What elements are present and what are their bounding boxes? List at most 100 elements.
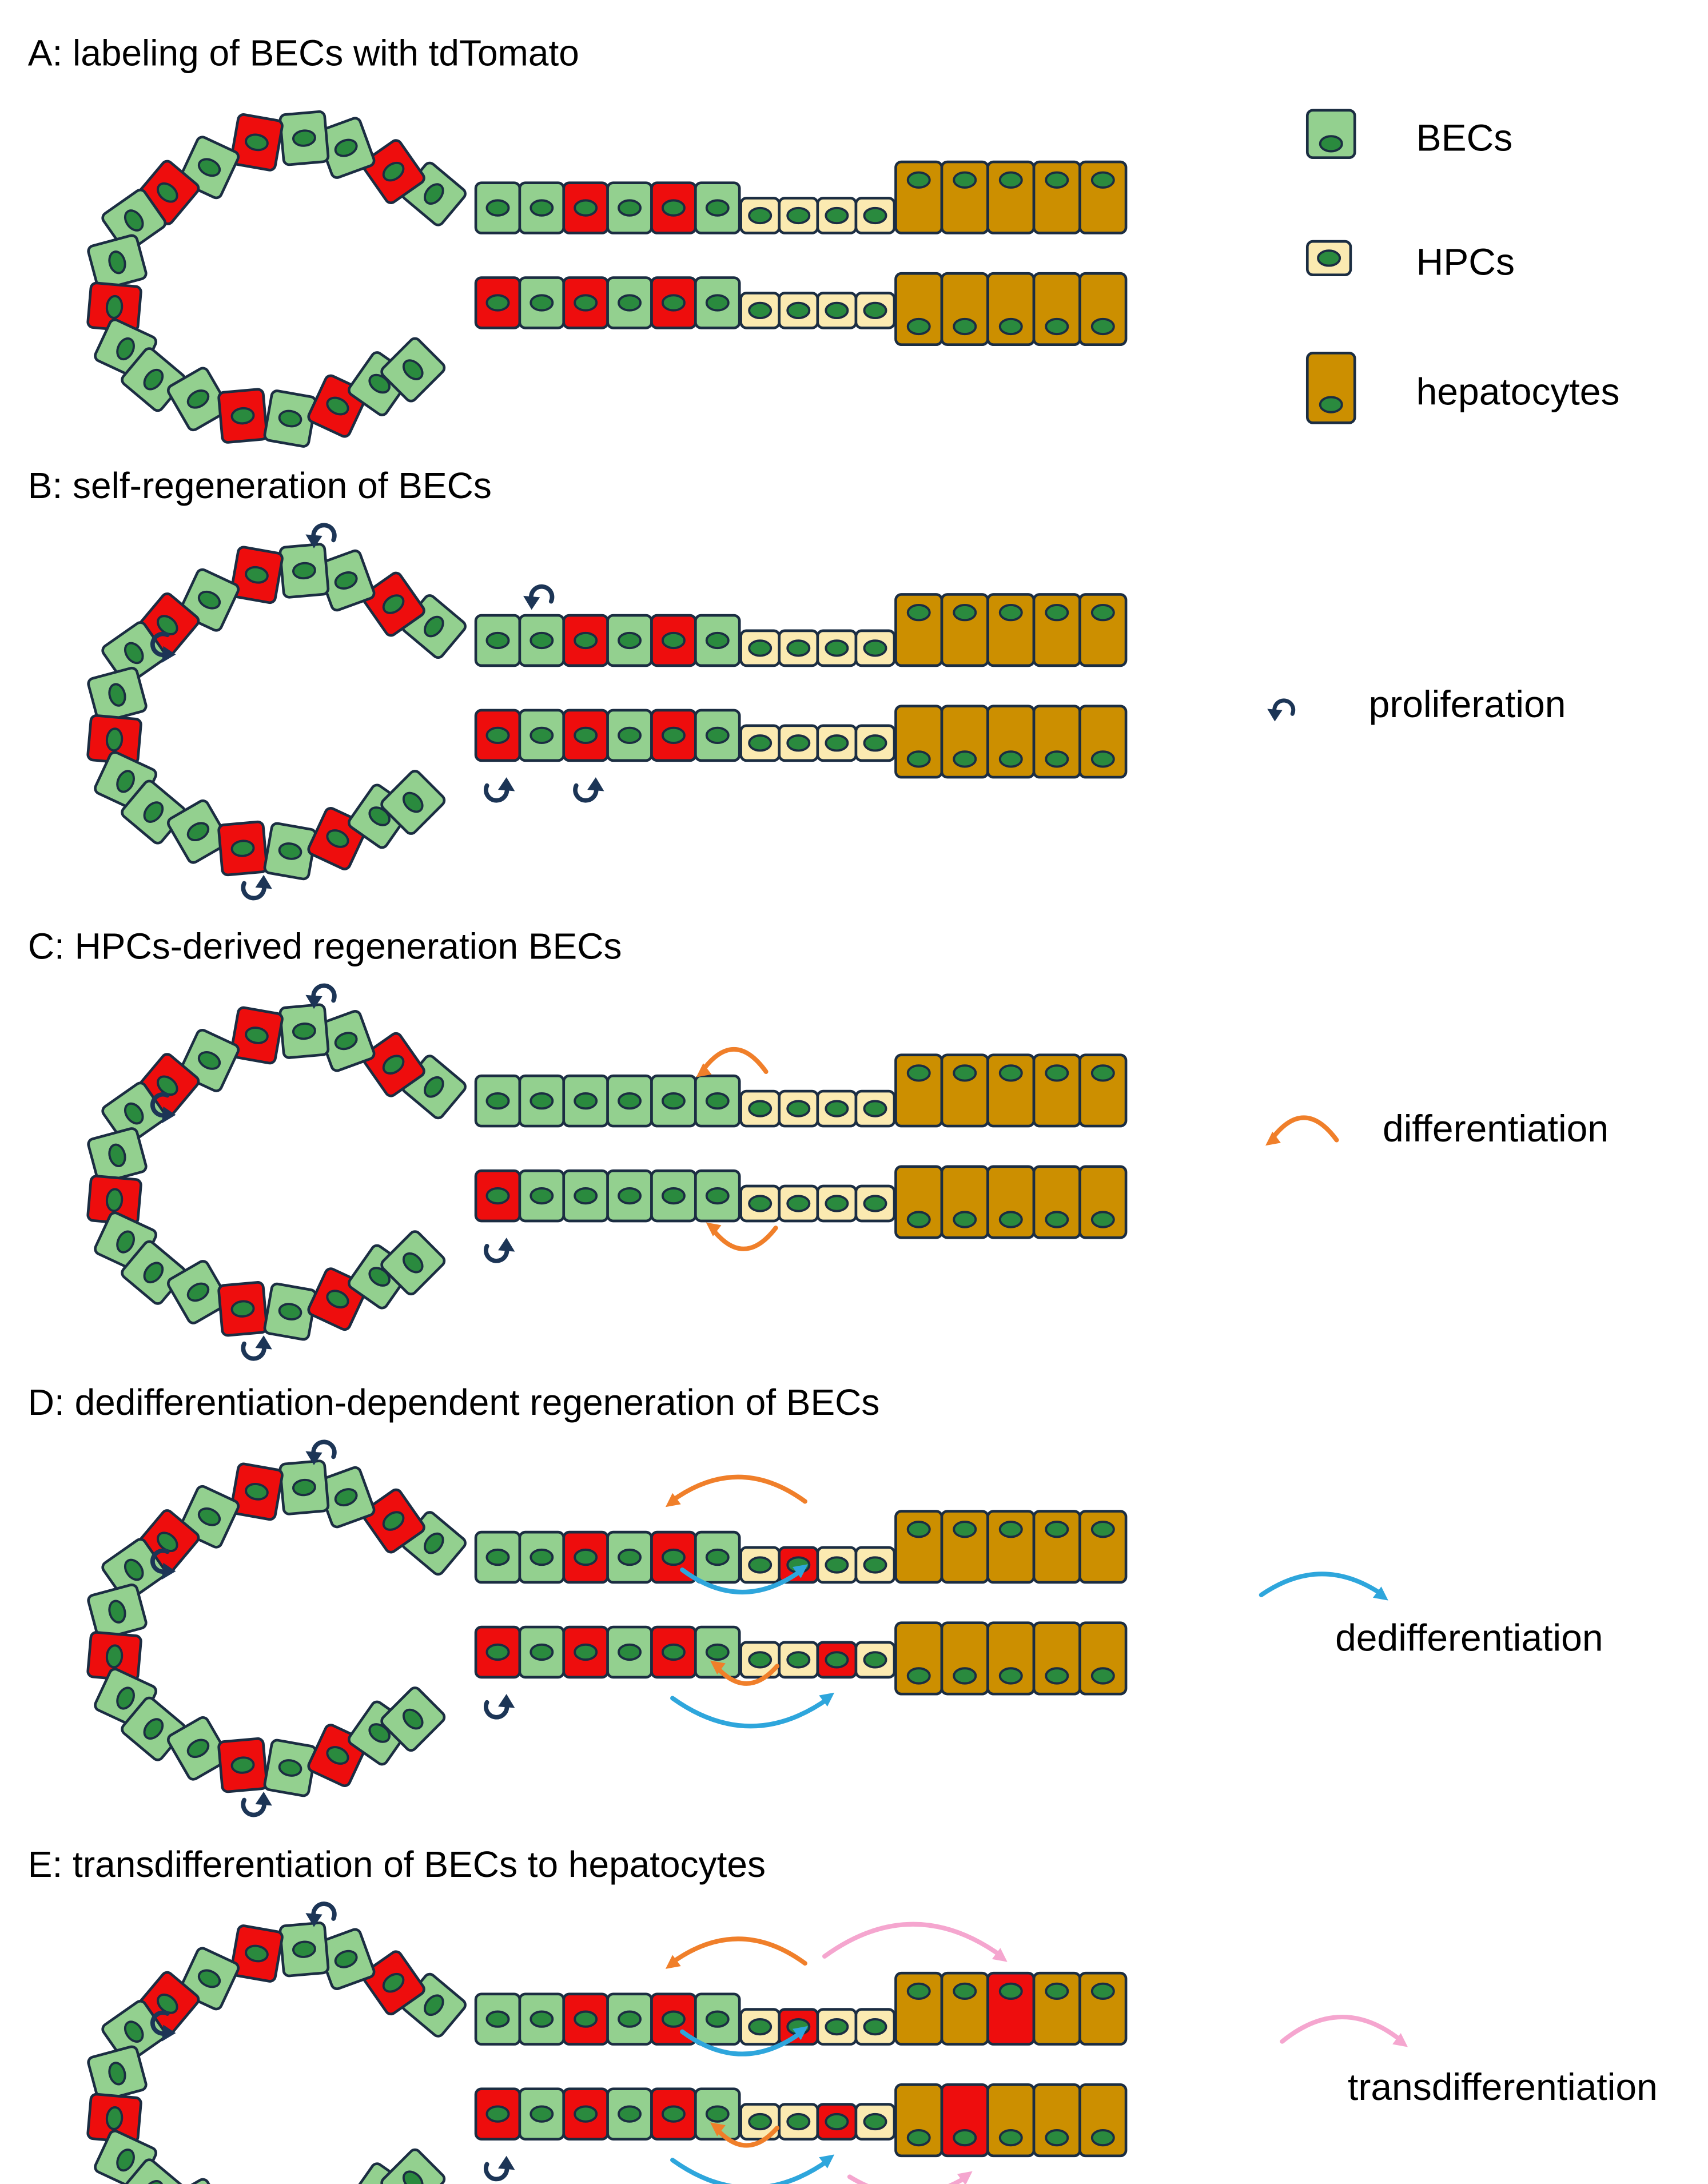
nucleus bbox=[485, 1548, 510, 1566]
nucleus bbox=[245, 1944, 269, 1963]
differentiation-arrows bbox=[665, 1936, 807, 2148]
nucleus bbox=[748, 301, 773, 320]
nucleus bbox=[906, 604, 931, 622]
labeled-bec-cell bbox=[650, 181, 697, 234]
labeled-bec-cell bbox=[562, 614, 609, 667]
nucleus bbox=[124, 1558, 144, 1581]
hepatocyte-cell bbox=[1078, 1971, 1128, 2046]
dedifferentiation-arrow-icon bbox=[670, 2154, 835, 2184]
hepatocyte-cell bbox=[940, 1165, 989, 1239]
nucleus bbox=[705, 294, 730, 312]
nucleus bbox=[292, 1478, 316, 1497]
nucleus bbox=[108, 1600, 126, 1624]
nucleus bbox=[574, 2105, 598, 2123]
differentiation-arrow-icon bbox=[665, 1936, 807, 1969]
nucleus bbox=[574, 1643, 598, 1661]
nucleus bbox=[156, 1075, 178, 1096]
hepatocyte-cell bbox=[986, 705, 1036, 779]
nucleus bbox=[124, 2020, 144, 2043]
nucleus bbox=[953, 750, 977, 768]
nucleus bbox=[574, 726, 598, 745]
hpc-cell bbox=[739, 1641, 781, 1679]
nucleus bbox=[529, 199, 554, 217]
nucleus bbox=[825, 639, 849, 657]
nucleus bbox=[748, 1556, 773, 1574]
nucleus bbox=[863, 301, 887, 320]
proliferation-arrow-icon bbox=[305, 1901, 337, 1927]
labeled-bec-cell bbox=[86, 714, 142, 765]
bec-cell bbox=[263, 822, 317, 881]
nucleus bbox=[1045, 2129, 1069, 2147]
legend-label-hepatocytes: hepatocytes bbox=[1416, 371, 1620, 413]
labeled-bec-cell bbox=[650, 1625, 697, 1679]
nucleus bbox=[124, 1102, 144, 1125]
nucleus bbox=[156, 1531, 178, 1553]
nucleus bbox=[906, 1064, 931, 1082]
nucleus bbox=[618, 2105, 642, 2123]
nucleus bbox=[529, 726, 554, 745]
transdifferentiation-legend-icon bbox=[1280, 2014, 1408, 2047]
nucleus bbox=[278, 842, 302, 860]
nucleus bbox=[485, 631, 510, 650]
hpc-cell bbox=[854, 1089, 896, 1128]
nucleus bbox=[245, 566, 269, 584]
bec-cell bbox=[606, 276, 653, 329]
labeled-hpc-cell bbox=[778, 1546, 819, 1584]
hepatocyte-cell bbox=[1032, 1621, 1081, 1696]
nucleus bbox=[245, 133, 269, 152]
nucleus bbox=[424, 1532, 444, 1554]
hepatocyte-cell bbox=[894, 160, 943, 234]
nucleus bbox=[326, 1290, 349, 1308]
nucleus bbox=[574, 2010, 598, 2028]
hpc-cell bbox=[739, 197, 781, 234]
bec-cell bbox=[518, 1625, 566, 1679]
nucleus bbox=[485, 1643, 510, 1661]
hepatocyte-cell bbox=[1032, 705, 1081, 779]
bec-cell bbox=[380, 337, 446, 403]
nucleus bbox=[186, 822, 210, 842]
nucleus bbox=[618, 631, 642, 650]
panel-title: E: transdifferentiation of BECs to hepat… bbox=[28, 1844, 766, 1885]
bec-cell bbox=[380, 2148, 446, 2184]
nucleus bbox=[748, 639, 773, 657]
nucleus bbox=[661, 2010, 686, 2028]
nucleus bbox=[382, 1055, 405, 1075]
bec-cell bbox=[606, 1625, 653, 1679]
nucleus bbox=[1090, 2129, 1115, 2147]
proliferation-arrow-icon bbox=[573, 777, 604, 803]
nucleus bbox=[863, 1195, 887, 1212]
labeled-bec-cell bbox=[361, 1032, 425, 1097]
nucleus bbox=[863, 1556, 887, 1574]
legend-bec-swatch bbox=[1305, 109, 1356, 160]
nucleus bbox=[953, 2129, 977, 2147]
labeled-bec-cell bbox=[474, 2087, 521, 2141]
labeled-bec-cell bbox=[217, 820, 268, 877]
nucleus bbox=[661, 1643, 686, 1661]
proliferation-arrow-icon bbox=[484, 1694, 515, 1720]
labeled-bec-cell bbox=[474, 1169, 521, 1223]
labeled-bec-cell bbox=[562, 181, 609, 234]
nucleus bbox=[334, 138, 358, 157]
labeled-bec-cell bbox=[562, 1992, 609, 2046]
hepatocyte-cell bbox=[940, 1621, 989, 1696]
nucleus bbox=[574, 199, 598, 217]
nucleus bbox=[230, 407, 255, 425]
hpc-cell bbox=[778, 1089, 819, 1128]
nucleus bbox=[156, 1994, 178, 2014]
hepatocyte-cell bbox=[986, 2083, 1036, 2158]
nucleus bbox=[334, 571, 358, 590]
nucleus bbox=[245, 1483, 269, 1501]
bec-cell bbox=[606, 614, 653, 667]
nucleus bbox=[1090, 750, 1115, 768]
nucleus bbox=[424, 1076, 444, 1098]
labeled-bec-cell bbox=[230, 546, 284, 604]
hepatocyte-cell bbox=[1078, 160, 1128, 234]
nucleus bbox=[1090, 1982, 1115, 2000]
bec-cell bbox=[518, 1169, 566, 1223]
nucleus bbox=[143, 801, 164, 823]
nucleus bbox=[998, 604, 1023, 622]
labeled-bec-cell bbox=[230, 1924, 284, 1983]
hpc-cell bbox=[739, 2103, 781, 2141]
nucleus bbox=[786, 734, 811, 752]
nucleus bbox=[143, 1718, 164, 1740]
